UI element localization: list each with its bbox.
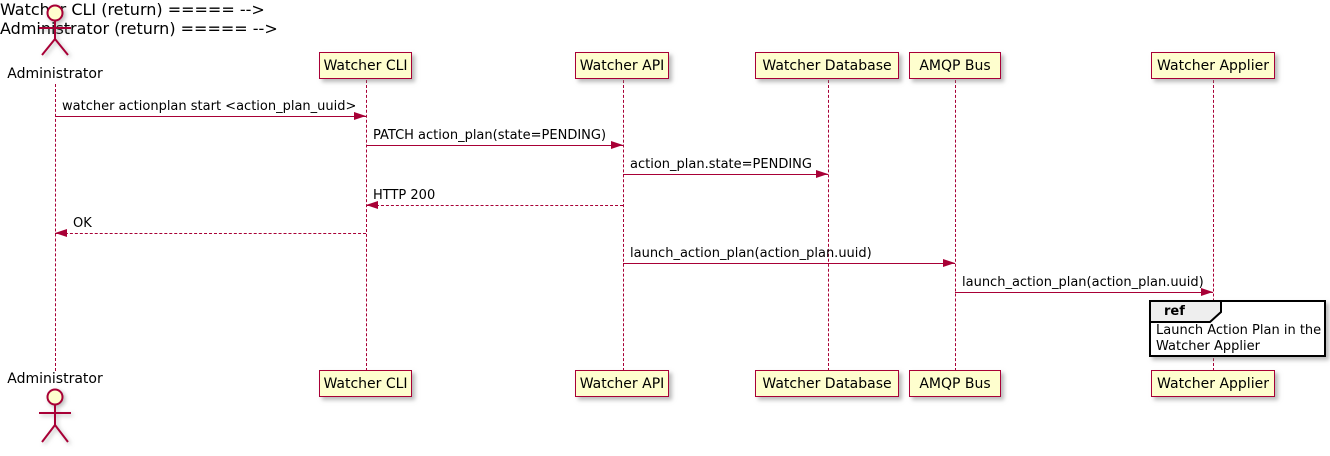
lifeline-watcher-database — [828, 80, 829, 371]
lifeline-watcher-cli — [366, 80, 367, 371]
message-label: OK — [73, 216, 92, 231]
actor-icon — [39, 388, 71, 443]
participant-watcher-api-top: Watcher API — [575, 52, 669, 79]
message-line — [623, 174, 828, 175]
message-line — [366, 145, 623, 146]
message-line — [623, 263, 955, 264]
lifeline-administrator — [55, 84, 56, 371]
arrowhead-icon — [55, 229, 67, 237]
message-label: action_plan.state=PENDING — [630, 157, 812, 172]
ref-fragment: ref Launch Action Plan in the Watcher Ap… — [1149, 300, 1326, 357]
message-label: PATCH action_plan(state=PENDING) — [373, 128, 607, 143]
participant-watcher-cli-bottom: Watcher CLI — [319, 370, 412, 397]
lifeline-amqp-bus — [955, 80, 956, 371]
message-line — [55, 116, 366, 117]
arrowhead-icon — [816, 170, 828, 178]
actor-label-bottom: Administrator — [7, 371, 103, 387]
ref-tab-icon — [1149, 300, 1222, 323]
message-line — [55, 233, 366, 234]
participant-amqp-bus-bottom: AMQP Bus — [909, 370, 1001, 397]
arrowhead-icon — [354, 112, 366, 120]
participant-watcher-cli-top: Watcher CLI — [319, 52, 412, 79]
message-line — [955, 292, 1213, 293]
actor-icon — [39, 4, 71, 56]
message-label: HTTP 200 — [373, 188, 436, 203]
actor-label-top: Administrator — [7, 66, 103, 82]
lifeline-watcher-applier — [1213, 80, 1214, 371]
ref-keyword: ref — [1164, 304, 1185, 319]
arrowhead-icon — [1201, 288, 1213, 296]
arrowhead-icon — [366, 201, 378, 209]
participant-amqp-bus-top: AMQP Bus — [909, 52, 1001, 79]
message-label: launch_action_plan(action_plan.uuid) — [962, 275, 1204, 290]
participant-watcher-applier-top: Watcher Applier — [1151, 52, 1275, 79]
participant-watcher-api-bottom: Watcher API — [575, 370, 669, 397]
arrowhead-icon — [611, 141, 623, 149]
participant-watcher-database-top: Watcher Database — [755, 52, 899, 79]
message-label: watcher actionplan start <action_plan_uu… — [62, 99, 357, 114]
ref-body-text: Launch Action Plan in the Watcher Applie… — [1156, 323, 1322, 354]
lifeline-watcher-api — [623, 80, 624, 371]
participant-watcher-database-bottom: Watcher Database — [755, 370, 899, 397]
message-label: launch_action_plan(action_plan.uuid) — [630, 246, 872, 261]
arrowhead-icon — [943, 259, 955, 267]
message-line — [366, 205, 623, 206]
participant-watcher-applier-bottom: Watcher Applier — [1151, 370, 1275, 397]
